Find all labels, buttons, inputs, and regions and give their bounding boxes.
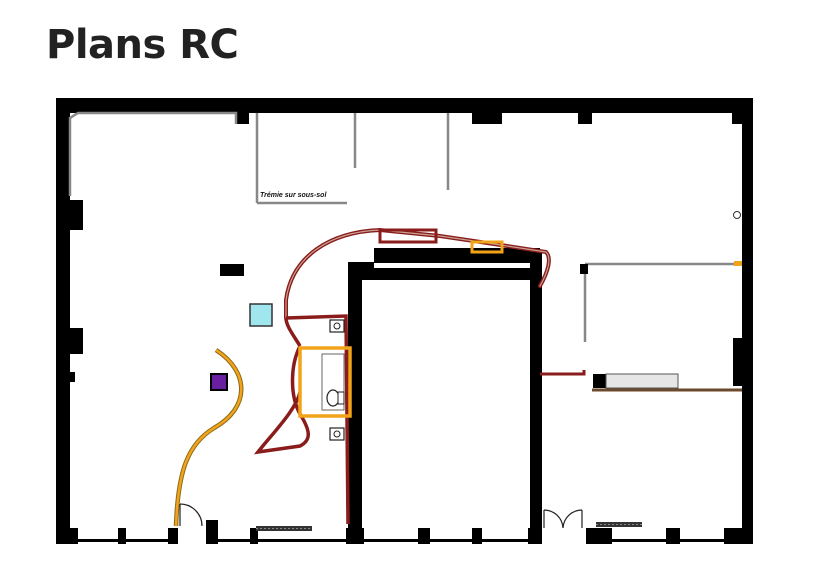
partition-box bbox=[378, 228, 438, 244]
wall-bottom-seg bbox=[250, 528, 258, 544]
wall-top bbox=[56, 98, 753, 113]
sink-icon bbox=[329, 319, 345, 333]
radiator bbox=[596, 522, 642, 527]
pilaster bbox=[472, 110, 502, 124]
door-double bbox=[543, 509, 583, 529]
orange-tab bbox=[734, 261, 742, 266]
wall-bottom-seg bbox=[118, 528, 126, 544]
pilaster bbox=[70, 372, 75, 382]
small-block bbox=[580, 264, 588, 274]
pilaster bbox=[70, 328, 83, 354]
s-curve-partition bbox=[173, 348, 244, 527]
grey-partitions bbox=[68, 111, 742, 342]
toilet-icon bbox=[326, 389, 345, 407]
wall-bottom-seg bbox=[168, 528, 178, 544]
wall-bottom-seg bbox=[418, 528, 430, 544]
window-sill bbox=[126, 539, 168, 542]
window-sill bbox=[218, 539, 250, 542]
counter bbox=[605, 373, 679, 389]
pilaster bbox=[732, 110, 742, 124]
window-sill bbox=[482, 539, 528, 542]
wall-bottom-seg bbox=[586, 528, 612, 544]
pilaster bbox=[733, 338, 742, 386]
sink-icon bbox=[329, 427, 345, 441]
wall-bottom-seg bbox=[56, 528, 78, 544]
pilaster bbox=[70, 200, 83, 230]
window-sill bbox=[430, 539, 472, 542]
window-sill bbox=[258, 539, 346, 542]
radiator bbox=[256, 526, 312, 531]
window-sill bbox=[680, 539, 724, 542]
wall-bottom-seg bbox=[666, 528, 680, 544]
pilaster bbox=[220, 264, 244, 276]
window-sill bbox=[364, 539, 418, 542]
central-room bbox=[348, 248, 542, 544]
page-title: Plans RC bbox=[46, 22, 239, 68]
small-circle bbox=[733, 211, 741, 219]
wall-bottom-seg bbox=[206, 520, 218, 544]
red-partition-right bbox=[540, 370, 586, 376]
wall-right bbox=[742, 98, 753, 544]
pilaster bbox=[235, 110, 249, 124]
wall-bottom-seg bbox=[724, 528, 753, 544]
column-square bbox=[249, 303, 273, 327]
small-block bbox=[593, 374, 609, 388]
wc-stall bbox=[321, 353, 345, 411]
door-left bbox=[179, 503, 203, 527]
window-sill bbox=[78, 539, 118, 542]
wall-bottom-seg bbox=[472, 528, 482, 544]
sanitary-block bbox=[253, 314, 352, 525]
pilaster bbox=[578, 110, 592, 124]
partition-box-accent bbox=[470, 240, 504, 254]
wall-left bbox=[56, 98, 70, 544]
central-room-inner bbox=[362, 280, 530, 528]
marker-square bbox=[210, 373, 228, 391]
window-sill bbox=[612, 539, 666, 542]
shower-box bbox=[298, 346, 352, 418]
annotation-label: Trémie sur sous-sol bbox=[260, 192, 327, 199]
